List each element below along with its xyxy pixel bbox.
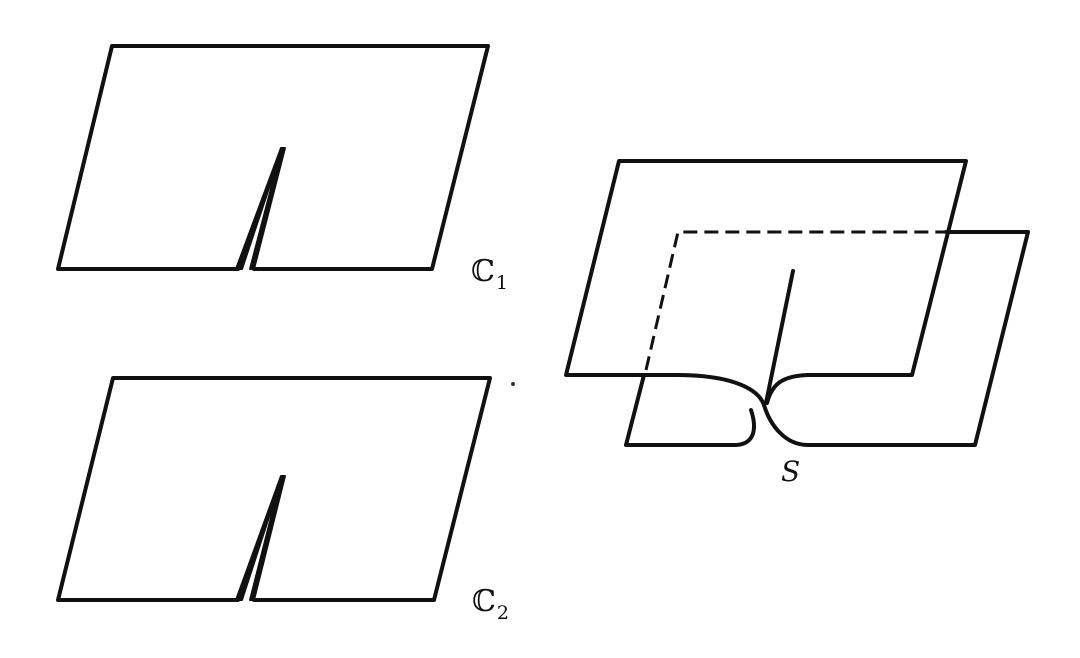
surface-s-label: S	[781, 455, 800, 488]
left-crossing-curve	[675, 373, 766, 407]
sheet-c1-outline	[56, 44, 490, 271]
sheet-c1-label: ℂ1	[471, 254, 508, 294]
sheet-c2-label: ℂ2	[472, 584, 509, 624]
sheet-c2-outline	[56, 376, 492, 602]
back-sheet-outline	[624, 373, 756, 447]
sheet-c2-branch-cut	[235, 475, 286, 601]
front-sheet-outline	[564, 159, 968, 405]
stray-dot	[511, 382, 515, 386]
glued-branch-cut	[764, 269, 795, 405]
right-crossing-curve	[762, 403, 810, 447]
sheet-c1-branch-cut	[235, 147, 286, 270]
sheet-c1: ℂ1	[56, 44, 508, 294]
back-sheet-outline-right	[806, 230, 1030, 447]
back-sheet-hidden-edge	[644, 230, 946, 371]
glued-surface-s: S	[564, 159, 1030, 488]
sheet-c2: ℂ2	[56, 376, 509, 624]
